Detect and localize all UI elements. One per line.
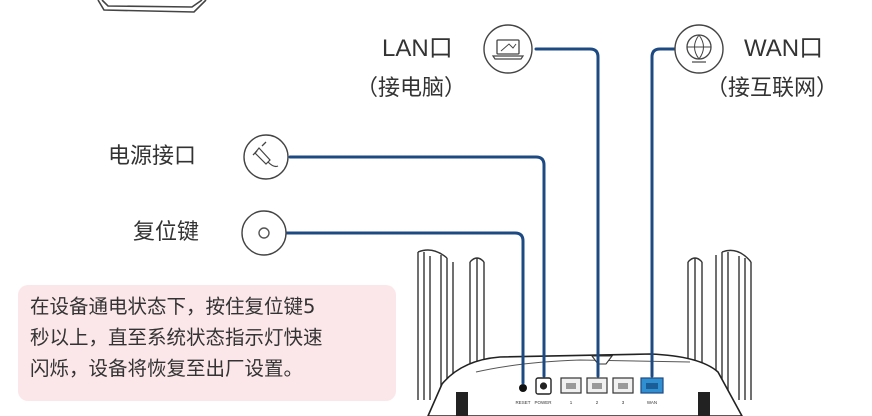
- leader-lines: [284, 47, 678, 385]
- reset-instruction-line: 秒以上，直至系统状态指示灯快速: [30, 326, 323, 349]
- laptop-icon: [483, 24, 533, 74]
- antenna-right: [715, 249, 752, 400]
- device-fragment: [97, 0, 207, 13]
- panel-label-lan3: 3: [622, 400, 625, 405]
- reset-instruction-line: 在设备通电状态下，按住复位键5: [30, 295, 316, 318]
- rear-panel: RESET POWER 1 2 3 WAN: [515, 377, 664, 405]
- panel-label-lan1: 1: [570, 400, 573, 405]
- reset-hole: [519, 384, 527, 392]
- antenna-left: [417, 249, 454, 400]
- reset-instruction-line: 闪烁，设备将恢复至出厂设置。: [30, 357, 304, 380]
- antenna-right-inner: [687, 257, 703, 370]
- wan-port-description: （接互联网）: [706, 76, 839, 101]
- lan-port-description: （接电脑）: [356, 76, 467, 101]
- panel-label-power: POWER: [534, 400, 552, 405]
- antenna-left-inner: [469, 257, 485, 370]
- leader-line-power: [288, 155, 546, 378]
- power-port-label: 电源接口: [108, 144, 197, 169]
- panel-label-lan2: 2: [596, 400, 599, 405]
- reset-instruction-box: 在设备通电状态下，按住复位键5 秒以上，直至系统状态指示灯快速 闪烁，设备将恢复…: [18, 285, 396, 401]
- wan-port-label: WAN口: [744, 35, 824, 62]
- lan-port-label: LAN口: [382, 35, 453, 62]
- globe-icon: [674, 24, 724, 74]
- leader-line-lan: [534, 47, 600, 378]
- power-plug-icon: [243, 134, 289, 180]
- panel-label-reset: RESET: [515, 400, 530, 405]
- leader-line-wan: [650, 47, 678, 378]
- panel-label-wan: WAN: [647, 400, 657, 405]
- router-body: [427, 353, 743, 416]
- reset-button-icon: [241, 210, 287, 256]
- leader-line-reset: [284, 231, 525, 385]
- reset-button-label: 复位键: [133, 220, 200, 245]
